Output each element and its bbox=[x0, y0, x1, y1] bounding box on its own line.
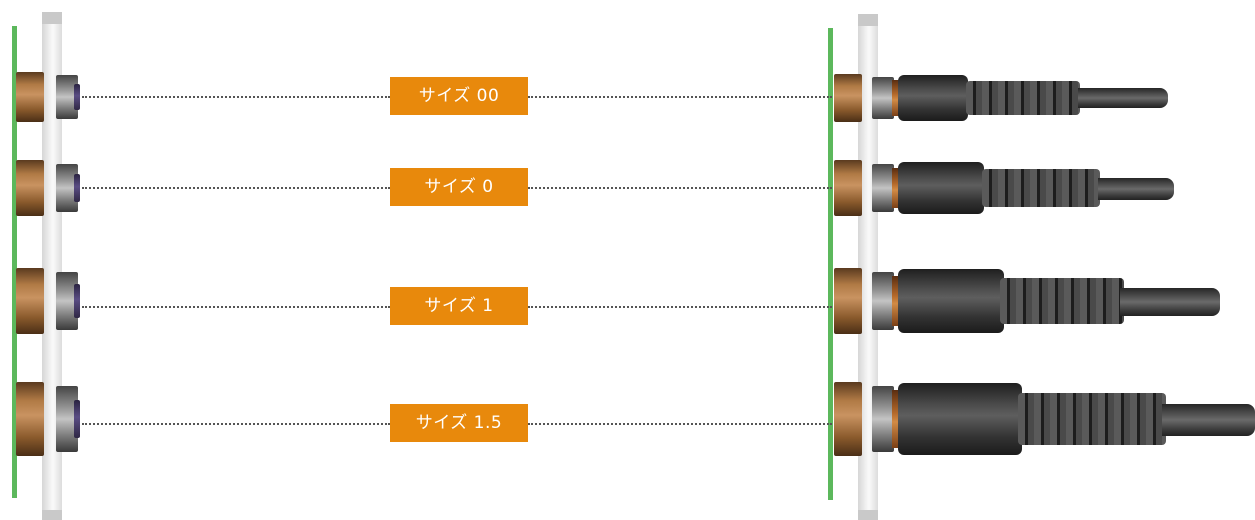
mated-nut-00 bbox=[834, 74, 862, 122]
size-label-00: サイズ 00 bbox=[390, 77, 528, 115]
mated-copper-00 bbox=[892, 80, 900, 116]
right-pcb-edge bbox=[828, 28, 833, 500]
cable-1 bbox=[1120, 288, 1220, 316]
left-pcb-edge bbox=[12, 26, 17, 498]
receptacle-nut-0 bbox=[16, 160, 44, 216]
mated-collar-0 bbox=[872, 164, 894, 212]
strain-relief-1-5 bbox=[1018, 393, 1166, 445]
receptacle-collar-00 bbox=[56, 75, 78, 119]
receptacle-collar-0 bbox=[56, 164, 78, 212]
strain-relief-0 bbox=[982, 169, 1100, 207]
leader-line-left-00 bbox=[82, 96, 390, 98]
mated-collar-1 bbox=[872, 272, 894, 330]
strain-relief-1 bbox=[1000, 278, 1124, 324]
leader-line-left-0 bbox=[82, 187, 390, 189]
leader-line-right-0 bbox=[528, 187, 832, 189]
cable-00 bbox=[1078, 88, 1168, 108]
leader-line-left-1 bbox=[82, 306, 390, 308]
mated-collar-00 bbox=[872, 77, 894, 119]
mated-nut-1-5 bbox=[834, 382, 862, 456]
leader-line-left-1-5 bbox=[82, 423, 390, 425]
receptacle-collar-1-5 bbox=[56, 386, 78, 452]
receptacle-collar-1 bbox=[56, 272, 78, 330]
cable-0 bbox=[1098, 178, 1174, 200]
receptacle-nut-1 bbox=[16, 268, 44, 334]
mated-collar-1-5 bbox=[872, 386, 894, 452]
receptacle-ring-1-5 bbox=[74, 400, 80, 438]
size-label-1: サイズ 1 bbox=[390, 287, 528, 325]
mated-nut-1 bbox=[834, 268, 862, 334]
size-label-1-5: サイズ 1.5 bbox=[390, 404, 528, 442]
receptacle-nut-1-5 bbox=[16, 382, 44, 456]
leader-line-right-00 bbox=[528, 96, 832, 98]
leader-line-right-1-5 bbox=[528, 423, 832, 425]
receptacle-nut-00 bbox=[16, 72, 44, 122]
receptacle-ring-00 bbox=[74, 84, 80, 110]
plug-body-1 bbox=[898, 269, 1004, 333]
mated-copper-1 bbox=[892, 276, 900, 326]
receptacle-ring-0 bbox=[74, 174, 80, 202]
size-label-0: サイズ 0 bbox=[390, 168, 528, 206]
mated-copper-0 bbox=[892, 168, 900, 208]
cable-1-5 bbox=[1162, 404, 1255, 436]
leader-line-right-1 bbox=[528, 306, 832, 308]
plug-body-0 bbox=[898, 162, 984, 214]
receptacle-ring-1 bbox=[74, 284, 80, 318]
plug-body-1-5 bbox=[898, 383, 1022, 455]
plug-body-00 bbox=[898, 75, 968, 121]
mated-copper-1-5 bbox=[892, 390, 900, 448]
mated-nut-0 bbox=[834, 160, 862, 216]
strain-relief-00 bbox=[966, 81, 1080, 115]
